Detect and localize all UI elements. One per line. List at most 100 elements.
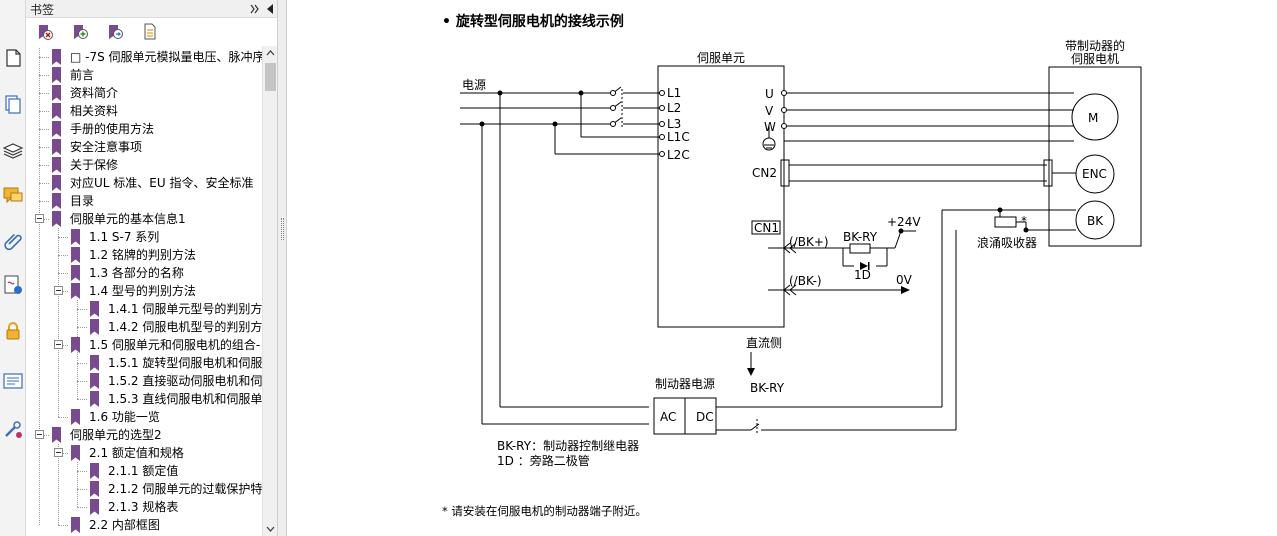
bookmark-tree: □ -7S 伺服单元模拟量电压、脉冲序前言资料简介相关资料手册的使用方法安全注意… <box>26 46 262 536</box>
bookmark-icon <box>51 121 62 137</box>
panel-splitter[interactable] <box>277 0 287 536</box>
bookmark-label: 1.4 型号的判别方法 <box>89 284 196 298</box>
splitter-grip[interactable] <box>281 218 284 240</box>
tree-guide-line <box>39 48 40 525</box>
tree-guide-line <box>58 444 59 525</box>
bookmark-label: 1.1 S-7 系列 <box>89 230 160 244</box>
bookmark-item[interactable]: 2.2 内部框图 <box>26 516 262 534</box>
pages-icon[interactable] <box>2 93 24 115</box>
comments-icon[interactable] <box>2 184 24 206</box>
security-lock-icon[interactable] <box>2 320 24 342</box>
bookmark-item[interactable]: 2.1.1 额定值 <box>26 462 262 480</box>
bookmark-item[interactable]: 安全注意事项 <box>26 138 262 156</box>
bookmark-label: 手册的使用方法 <box>70 122 155 136</box>
bookmark-options-icon[interactable] <box>141 23 159 41</box>
form-fields-icon[interactable] <box>2 370 24 392</box>
bookmark-item[interactable]: 1.5.3 直线伺服电机和伺服单 <box>26 390 262 408</box>
scroll-thumb[interactable] <box>265 63 276 91</box>
terminal-l2: L2 <box>667 101 681 115</box>
tree-connector <box>39 183 49 184</box>
bookmark-icon <box>70 337 81 353</box>
bookmark-item[interactable]: 伺服单元的选型2 <box>26 426 262 444</box>
bookmark-item[interactable]: □ -7S 伺服单元模拟量电压、脉冲序 <box>26 48 262 66</box>
bk-ry-label: BK-RY <box>843 230 878 244</box>
bookmark-item[interactable]: 1.4.2 伺服电机型号的判别方 <box>26 318 262 336</box>
bookmark-icon <box>70 247 81 263</box>
bookmark-item[interactable]: 1.2 铭牌的判别方法 <box>26 246 262 264</box>
bookmark-item[interactable]: 相关资料 <box>26 102 262 120</box>
bookmark-item[interactable]: 1.3 各部分的名称 <box>26 264 262 282</box>
bookmark-item[interactable]: 1.4.1 伺服单元型号的判别方 <box>26 300 262 318</box>
terminal-l2c: L2C <box>667 148 690 162</box>
page-thumbnails-icon[interactable] <box>2 47 24 69</box>
panel-title: 书签 <box>30 3 55 17</box>
layers-icon[interactable] <box>2 139 24 161</box>
bookmark-icon <box>70 265 81 281</box>
tree-connector <box>77 471 87 472</box>
attachments-icon[interactable] <box>2 229 24 251</box>
collapse-toggle-icon[interactable] <box>35 430 44 439</box>
bookmark-scrollbar[interactable] <box>262 46 277 536</box>
bookmark-icon <box>89 355 100 371</box>
bookmark-label: 1.6 功能一览 <box>89 410 160 424</box>
bookmark-item[interactable]: 1.6 功能一览 <box>26 408 262 426</box>
terminal-w: W <box>764 120 776 134</box>
bookmark-label: 1.5.1 旋转型伺服电机和伺服 <box>108 356 262 370</box>
bookmark-label: 目录 <box>70 194 95 208</box>
v0-label: 0V <box>896 273 913 287</box>
panel-header: 书签 <box>26 0 277 18</box>
tree-connector <box>58 255 68 256</box>
panel-expand-icon[interactable] <box>249 2 261 16</box>
bookmark-item[interactable]: 1.5.1 旋转型伺服电机和伺服 <box>26 354 262 372</box>
bookmark-icon <box>51 175 62 191</box>
bookmark-item[interactable]: 1.5.2 直接驱动伺服电机和伺 <box>26 372 262 390</box>
bookmark-item[interactable]: 2.1 额定值和规格 <box>26 444 262 462</box>
bookmark-item[interactable]: 手册的使用方法 <box>26 120 262 138</box>
scroll-down-icon[interactable] <box>263 521 278 536</box>
bookmark-item[interactable]: 对应UL 标准、EU 指令、安全标准 <box>26 174 262 192</box>
bookmark-item[interactable]: 伺服单元的基本信息1 <box>26 210 262 228</box>
bookmark-icon <box>51 103 62 119</box>
terminal-l3: L3 <box>667 117 681 131</box>
signatures-icon[interactable] <box>2 274 24 296</box>
bookmark-label: 2.1.2 伺服单元的过载保护特 <box>108 482 262 496</box>
bookmark-item[interactable]: 1.5 伺服单元和伺服电机的组合- <box>26 336 262 354</box>
bookmark-item[interactable]: 2.1.2 伺服单元的过载保护特 <box>26 480 262 498</box>
tree-connector <box>58 345 68 346</box>
bookmark-item[interactable]: 前言 <box>26 66 262 84</box>
bookmark-icon <box>51 427 62 443</box>
bk-ry-bottom-label: BK-RY <box>750 381 785 395</box>
bookmark-icon <box>70 517 81 533</box>
bookmark-label: 前言 <box>70 68 95 82</box>
collapse-toggle-icon[interactable] <box>54 286 63 295</box>
find-bookmark-icon[interactable] <box>106 23 124 41</box>
bookmark-item[interactable]: 关于保修 <box>26 156 262 174</box>
bookmark-tools <box>26 19 277 45</box>
bookmark-label: 1.5.2 直接驱动伺服电机和伺 <box>108 374 262 388</box>
delete-bookmark-icon[interactable] <box>36 23 54 41</box>
tree-connector <box>39 219 49 220</box>
collapse-toggle-icon[interactable] <box>54 340 63 349</box>
collapse-toggle-icon[interactable] <box>35 214 44 223</box>
tree-connector <box>39 435 49 436</box>
surge-asterisk: * <box>1021 214 1027 228</box>
servo-unit-label: 伺服单元 <box>697 51 745 65</box>
bookmark-label: □ -7S 伺服单元模拟量电压、脉冲序 <box>70 50 262 64</box>
bookmark-item[interactable]: 1.1 S-7 系列 <box>26 228 262 246</box>
add-bookmark-icon[interactable] <box>71 23 89 41</box>
tree-connector <box>58 237 68 238</box>
bookmark-item[interactable]: 1.4 型号的判别方法 <box>26 282 262 300</box>
tools-icon[interactable] <box>2 418 24 440</box>
tree-connector <box>77 489 87 490</box>
bookmark-item[interactable]: 目录 <box>26 192 262 210</box>
bookmark-item[interactable]: 2.1.3 规格表 <box>26 498 262 516</box>
terminal-l1c: L1C <box>667 130 690 144</box>
panel-collapse-icon[interactable] <box>264 2 276 16</box>
bookmarks-panel: 书签 □ -7S 伺服单元模拟量电压、脉冲序前言资料简介相关资料手册的使用方法安… <box>26 0 277 536</box>
collapse-toggle-icon[interactable] <box>54 448 63 457</box>
bookmark-item[interactable]: 资料简介 <box>26 84 262 102</box>
bk-plus-label: (/BK+) <box>789 235 829 249</box>
scroll-up-icon[interactable] <box>263 46 278 61</box>
bookmark-label: 2.1.1 额定值 <box>108 464 179 478</box>
